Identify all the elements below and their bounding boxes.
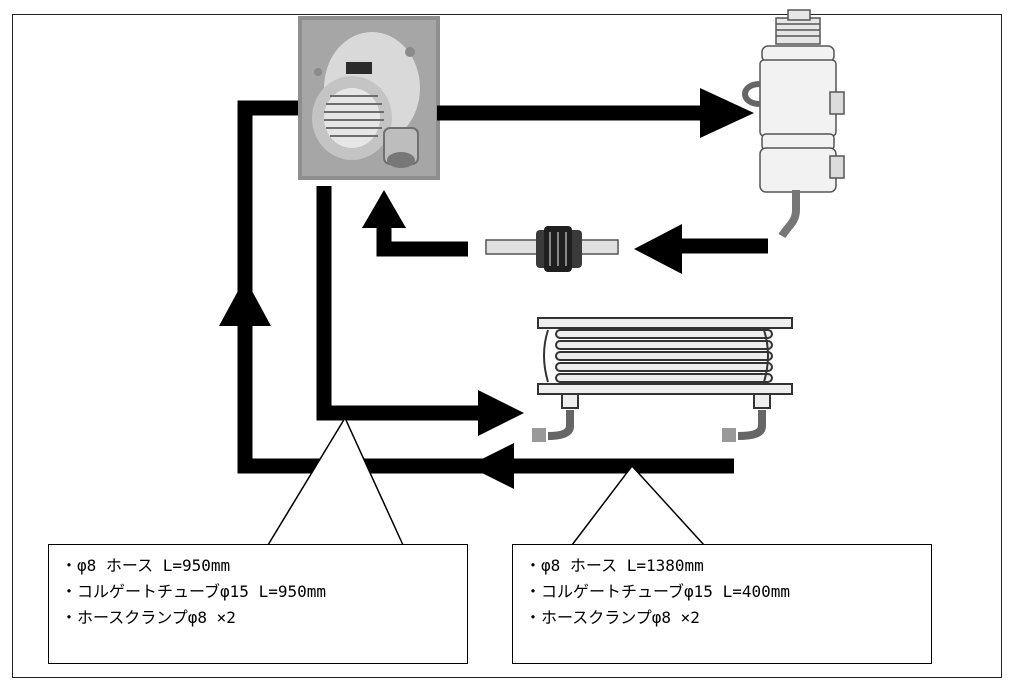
callout-left-line-3: ・ホースクランプφ8 ×2 [61,605,457,631]
callout-left-line-1: ・φ8 ホース L=950mm [61,553,457,579]
reservoir-tank [745,10,844,236]
callout-leaders [268,418,704,545]
callout-right-line-3: ・ホースクランプφ8 ×2 [525,605,921,631]
callout-right-line-1: ・φ8 ホース L=1380mm [525,553,921,579]
callout-right: ・φ8 ホース L=1380mm ・コルゲートチューブφ15 L=400mm ・… [512,544,932,664]
callout-left-line-2: ・コルゲートチューブφ15 L=950mm [61,579,457,605]
oil-cooler [532,318,792,442]
inline-filter [486,226,618,272]
arrow-left-bottom [468,443,514,489]
callout-right-line-2: ・コルゲートチューブφ15 L=400mm [525,579,921,605]
arrow-up-left [219,278,271,326]
pump-photo [298,16,440,180]
arrow-up-mid [362,190,406,228]
callout-left: ・φ8 ホース L=950mm ・コルゲートチューブφ15 L=950mm ・ホ… [48,544,468,664]
arrow-left-filter [634,224,682,274]
arrow-right-cooler [478,390,524,436]
